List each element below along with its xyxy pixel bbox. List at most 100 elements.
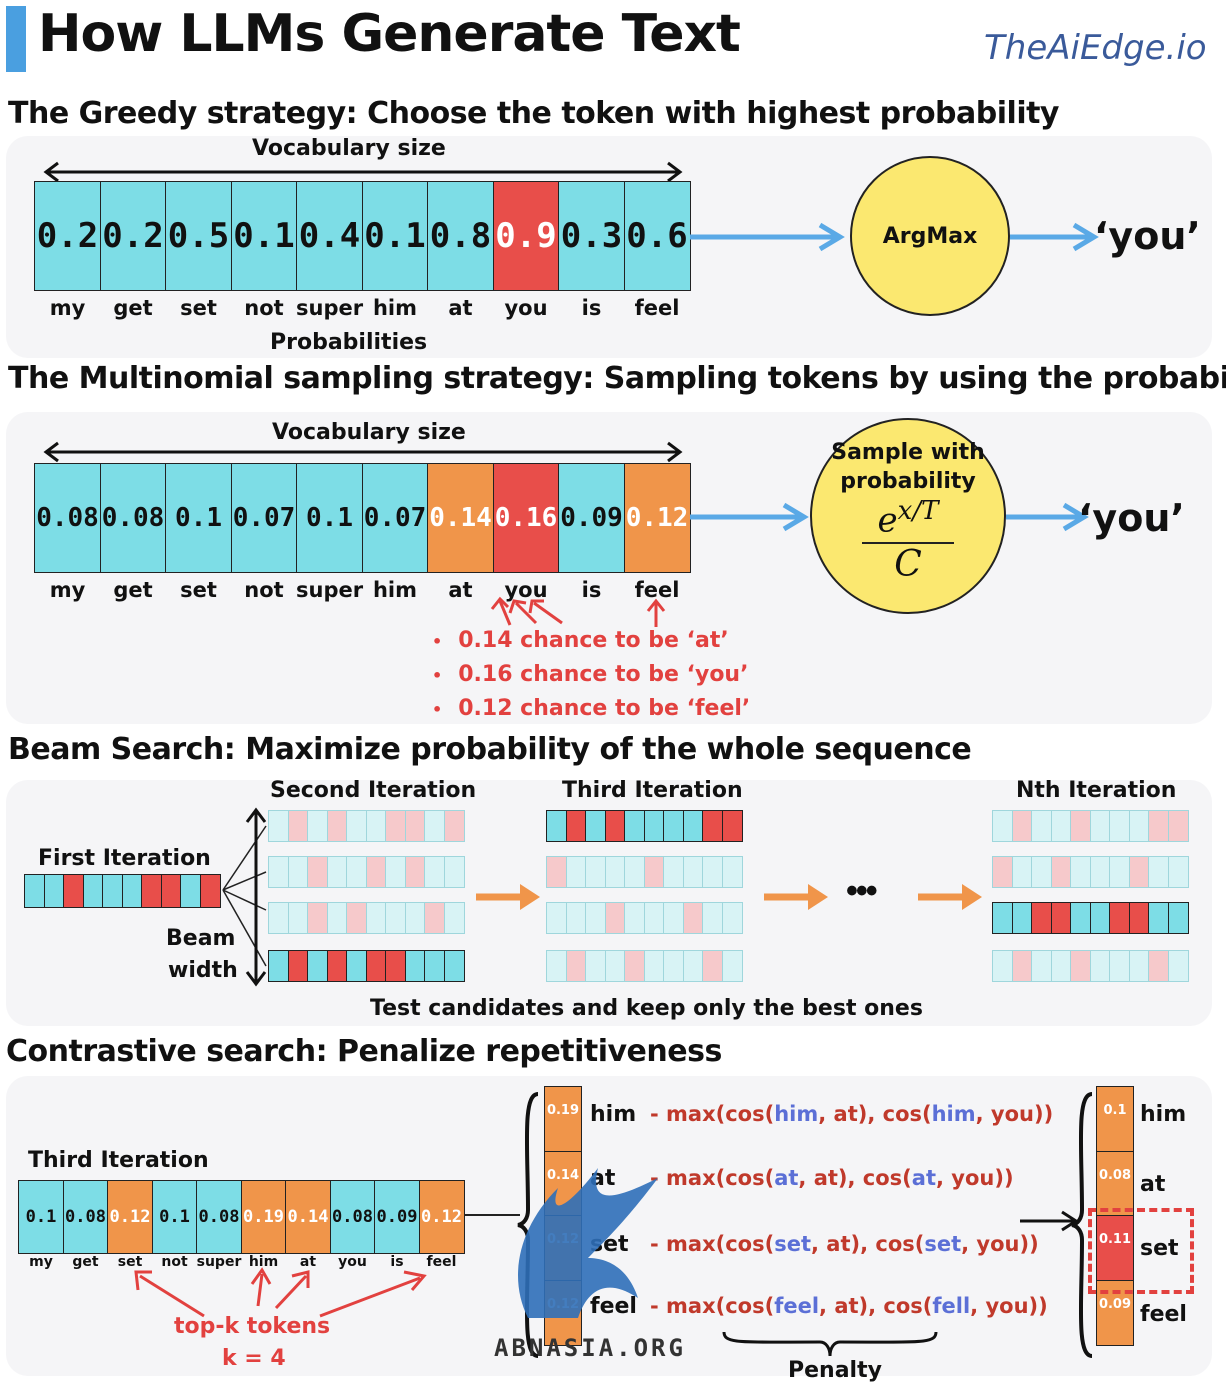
token-label: him (372, 578, 418, 602)
prob-cell: 0.16 (492, 463, 560, 573)
prob-cell: 0.1 (230, 181, 298, 291)
beam-cell (565, 950, 587, 982)
beam-cell (604, 856, 626, 888)
beam-cell (404, 902, 426, 934)
pen-token-b: set (924, 1232, 962, 1256)
beam-cell (643, 810, 665, 842)
beam-cell (585, 810, 606, 842)
prob-cell: 0.9 (492, 181, 560, 291)
beam-cell (385, 810, 406, 842)
token-label: at (299, 1254, 317, 1270)
sampler-formula-denominator: C (894, 544, 922, 586)
bullet-item: 0.14 chance to be ‘at’ (432, 624, 750, 658)
beam-cell (443, 856, 465, 888)
pen-mid: , at), cos( (810, 1232, 925, 1256)
beam-sequence-bar (546, 950, 743, 982)
beam-cell (141, 874, 162, 908)
beam-cell (365, 856, 387, 888)
beam-cell (121, 874, 143, 908)
beam-cell (643, 950, 665, 982)
token-label: set (180, 296, 217, 320)
penalty-expression: - max(cos(at, at), cos(at, you)) (650, 1166, 1014, 1190)
beam-cell (1148, 810, 1169, 842)
beam-cell (1167, 810, 1189, 842)
candidate-token: him (590, 1102, 637, 1127)
result-cell: 0.11 (1096, 1215, 1134, 1281)
beam-cell (663, 810, 684, 842)
beam-cell (1011, 950, 1033, 982)
beam-cell (1089, 902, 1111, 934)
beam-cell (180, 874, 201, 908)
prob-cell: 0.14 (427, 463, 494, 573)
greedy-vocab-label: Vocabulary size (252, 136, 446, 161)
beam-cell (624, 810, 645, 842)
token-label: not (244, 578, 284, 602)
beam-sequence-bar (268, 810, 465, 842)
prob-cell: 0.2 (34, 181, 101, 291)
pen-mid: , at), cos( (798, 1166, 912, 1190)
token-label: is (581, 296, 602, 320)
beam-cell (404, 810, 426, 842)
selected-highlight-box (1088, 1208, 1194, 1294)
prob-cell: 0.1 (151, 1180, 198, 1254)
beam-cell (82, 874, 104, 908)
beam-cell (565, 902, 587, 934)
multinomial-output: ‘you’ (1078, 496, 1185, 540)
beam-cell (1070, 950, 1091, 982)
beam-cell (682, 950, 704, 982)
beam-sequence-bar (546, 810, 743, 842)
pen-token-a: at (774, 1166, 799, 1190)
multinomial-red-arrows (490, 596, 666, 627)
penalty-expression: - max(cos(feel, at), cos(fell, you)) (650, 1294, 1048, 1318)
right-brace (1071, 1092, 1093, 1358)
pen-prefix: - max(cos( (650, 1232, 775, 1256)
pen-mid: , at), cos( (818, 1102, 932, 1126)
beam-cell (1050, 950, 1072, 982)
beam-cell (1011, 810, 1033, 842)
beam-cell (365, 950, 387, 982)
prob-cell: 0.08 (99, 463, 167, 573)
beam-cell (604, 810, 626, 842)
prob-cell: 0.1 (18, 1180, 64, 1254)
beam-cell (992, 810, 1013, 842)
prob-cell: 0.19 (240, 1180, 287, 1254)
beam-cell (721, 902, 743, 934)
beam-cell (992, 856, 1013, 888)
prob-cell: 0.1 (361, 181, 429, 291)
greedy-heading: The Greedy strategy: Choose the token wi… (8, 96, 1060, 131)
prob-cell: 0.2 (99, 181, 167, 291)
multinomial-vocab-label: Vocabulary size (272, 420, 466, 445)
beam-cell (1011, 856, 1033, 888)
beam-connectors (222, 807, 267, 987)
pen-token-b: him (931, 1102, 976, 1126)
beam-cell (585, 950, 606, 982)
beam-cell (1089, 810, 1111, 842)
bullet-item: 0.16 chance to be ‘you’ (432, 658, 750, 692)
contrastive-heading: Contrastive search: Penalize repetitiven… (6, 1034, 722, 1069)
beam-cell (1070, 902, 1091, 934)
beam-arrow-3 (918, 884, 982, 910)
beam-cell (307, 810, 328, 842)
token-label: set (180, 578, 217, 602)
pen-token-a: set (774, 1232, 811, 1256)
contrastive-third-iter-label: Third Iteration (28, 1148, 209, 1173)
beam-cell (1050, 856, 1072, 888)
token-label: you (504, 296, 548, 320)
beam-second-iter-label: Second Iteration (270, 778, 477, 803)
beam-cell (365, 902, 387, 934)
candidate-token: feel (590, 1294, 637, 1319)
beam-cell (385, 902, 406, 934)
beam-cell (424, 902, 445, 934)
prob-cell: 0.07 (230, 463, 298, 573)
beam-cell (1031, 950, 1052, 982)
beam-cell (287, 902, 309, 934)
greedy-arrow-to-argmax (690, 222, 845, 252)
result-token: feel (1140, 1302, 1187, 1327)
penalty-expression: - max(cos(set, at), cos(set, you)) (650, 1232, 1039, 1256)
beam-cell (663, 856, 684, 888)
beam-sequence-bar (268, 950, 465, 982)
sampler-fraction-line (862, 542, 954, 545)
beam-cell (1148, 856, 1169, 888)
beam-sequence-bar (992, 902, 1189, 934)
